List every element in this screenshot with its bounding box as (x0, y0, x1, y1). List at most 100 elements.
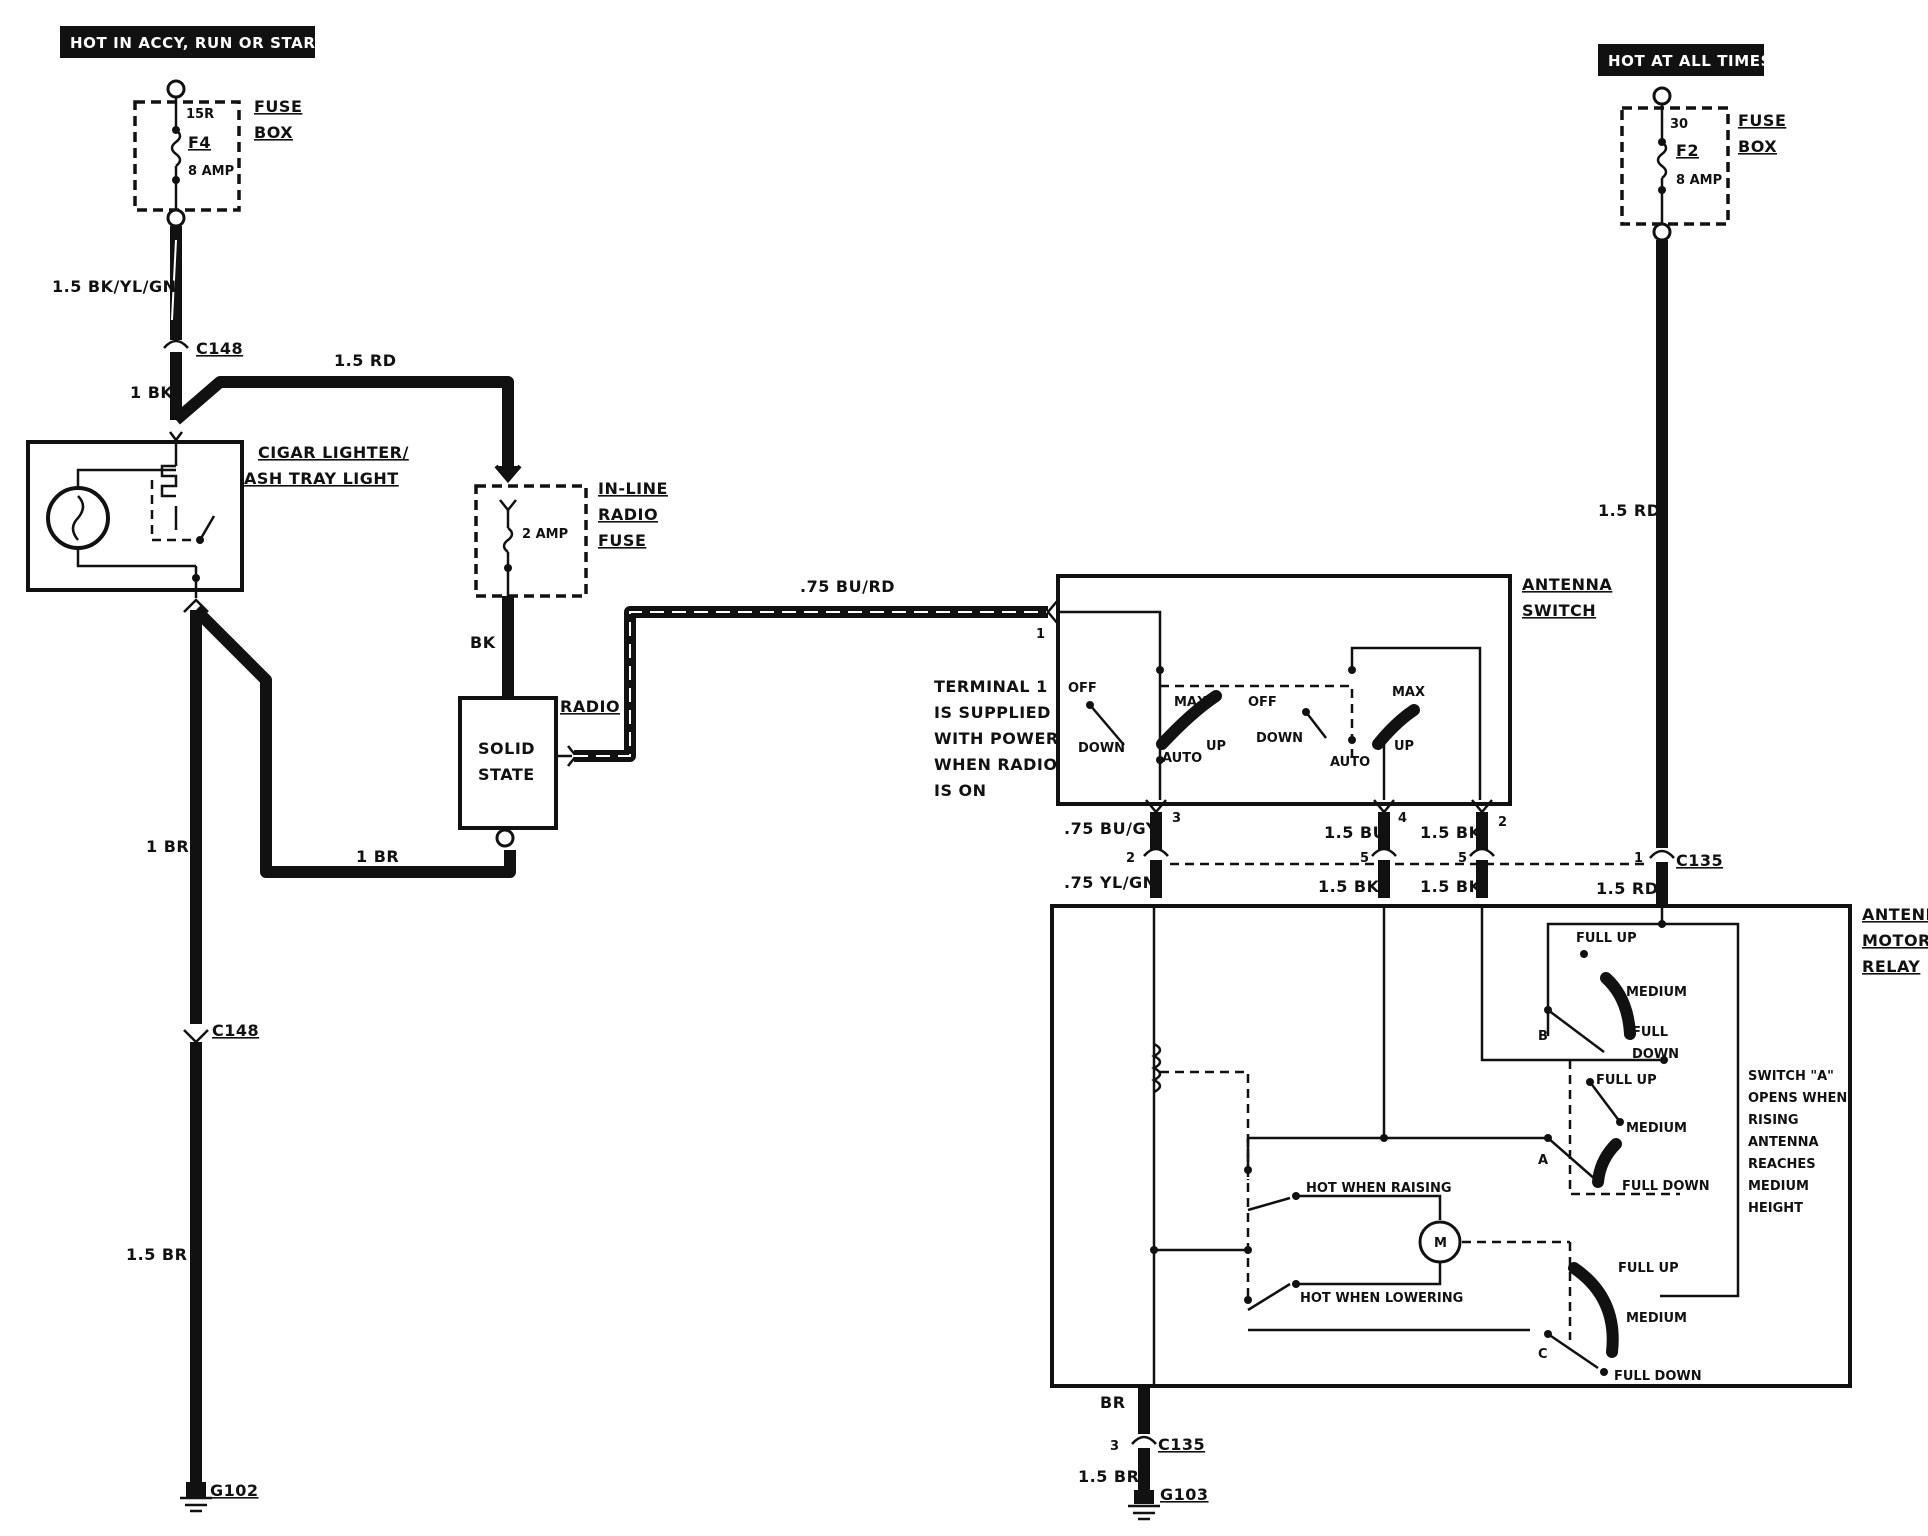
a-medium: MEDIUM (1626, 1121, 1687, 1136)
label-wire-15bk-a: 1.5 BK (1420, 823, 1482, 842)
b-medium: MEDIUM (1626, 985, 1687, 1000)
sw2-max: MAX (1392, 685, 1425, 700)
switch-a-note-6: MEDIUM (1748, 1179, 1809, 1194)
ground-g103 (1128, 1490, 1160, 1521)
switch-a-note-4: ANTENNA (1748, 1135, 1819, 1150)
wire-1br-mid (191, 605, 516, 878)
switch-a-note-1: SWITCH "A" (1748, 1069, 1834, 1084)
f2-box-label-1: FUSE (1738, 111, 1786, 130)
fuse-f2: 30 F2 8 AMP (1620, 86, 1730, 242)
left-power-header-bg (60, 26, 315, 58)
f2-rating: 8 AMP (1676, 173, 1722, 188)
b-label: B (1538, 1029, 1548, 1044)
b-down: DOWN (1632, 1047, 1679, 1062)
terminal-note-3: WITH POWER (934, 729, 1059, 748)
label-wire-bk: BK (470, 633, 496, 652)
sw2-auto: AUTO (1330, 755, 1370, 770)
inline-fuse-label-2: RADIO (598, 505, 658, 524)
radio-label: RADIO (560, 697, 620, 716)
switch-a-note-5: REACHES (1748, 1157, 1816, 1172)
label-wire-15br-bottom: 1.5 BR (1078, 1467, 1139, 1486)
c135-right-connector (1649, 849, 1675, 859)
cigar-label-1: CIGAR LIGHTER/ (258, 443, 409, 462)
sw1-off: OFF (1068, 681, 1097, 696)
terminal-note-4: WHEN RADIO (934, 755, 1057, 774)
pin-2-top: 2 (1498, 815, 1507, 830)
switch-a-note-2: OPENS WHEN (1748, 1091, 1847, 1106)
c148-bottom-label: C148 (212, 1021, 259, 1040)
label-wire-1bk: 1 BK (130, 383, 173, 402)
inline-fuse-rating: 2 AMP (522, 527, 568, 542)
connector-row (1143, 799, 1648, 898)
a-label: A (1538, 1153, 1548, 1168)
pin-5a: 5 (1360, 851, 1369, 866)
solid-state-line2: STATE (478, 765, 535, 784)
label-wire-15rd-c135: 1.5 RD (1596, 879, 1659, 898)
switch-a-note-3: RISING (1748, 1113, 1799, 1128)
left-power-header: HOT IN ACCY, RUN OR START (70, 34, 326, 52)
antenna-motor-relay: M (1050, 904, 1852, 1388)
inline-radio-fuse: 2 AMP (474, 484, 588, 600)
label-wire-yl-gn: .75 YL/GN (1064, 873, 1157, 892)
c-label: C (1538, 1347, 1548, 1362)
c135-right-label: C135 (1676, 851, 1723, 870)
sw1-max: MAX (1174, 695, 1207, 710)
solid-state-line1: SOLID (478, 739, 535, 758)
f2-terminal: 30 (1670, 117, 1688, 132)
f2-box-label-2: BOX (1738, 137, 1777, 156)
f4-name: F4 (188, 133, 211, 152)
antenna-switch-label-2: SWITCH (1522, 601, 1596, 620)
hot-when-lowering: HOT WHEN LOWERING (1300, 1291, 1463, 1306)
c135-bottom-connector (1131, 1435, 1157, 1445)
label-wire-bu-rd: .75 BU/RD (800, 577, 895, 596)
pin-3: 3 (1172, 811, 1181, 826)
sw2-off: OFF (1248, 695, 1277, 710)
ground-g102 (180, 1482, 212, 1513)
pin-3-bottom: 3 (1110, 1439, 1119, 1454)
c148-bottom-connector (183, 1029, 209, 1044)
label-wire-bk-yl-gn: 1.5 BK/YL/GN (52, 277, 177, 296)
hot-when-raising: HOT WHEN RAISING (1306, 1181, 1452, 1196)
inline-fuse-label-1: IN-LINE (598, 479, 668, 498)
terminal-note-5: IS ON (934, 781, 987, 800)
inline-fuse-label-3: FUSE (598, 531, 646, 550)
label-wire-15rd-right: 1.5 RD (1598, 501, 1661, 520)
antenna-switch-label-1: ANTENNA (1522, 575, 1612, 594)
fuse-f4: 15R F4 8 AMP (133, 79, 241, 228)
c148-top-label: C148 (196, 339, 243, 358)
antenna-motor-label-2: MOTOR/ (1862, 931, 1928, 950)
f4-terminal: 15R (186, 107, 214, 122)
terminal-note-1: TERMINAL 1 (934, 677, 1048, 696)
right-power-header-bg (1598, 44, 1764, 76)
wire-15rd-top (172, 376, 514, 470)
pin-1: 1 (1634, 851, 1643, 866)
label-wire-15bk-b: 1.5 BK (1318, 877, 1380, 896)
sw1-auto: AUTO (1162, 751, 1202, 766)
terminal-note-2: IS SUPPLIED (934, 703, 1051, 722)
pin-4: 4 (1398, 811, 1407, 826)
a-full-down: FULL DOWN (1622, 1179, 1710, 1194)
label-wire-15bk-c: 1.5 BK (1420, 877, 1482, 896)
f4-box-label-2: BOX (254, 123, 293, 142)
cigar-lighter (26, 431, 244, 598)
f4-box-label-1: FUSE (254, 97, 302, 116)
antenna-motor-label-3: RELAY (1862, 957, 1920, 976)
g102-label: G102 (210, 1481, 259, 1500)
sw2-down: DOWN (1256, 731, 1303, 746)
label-wire-15rd-top: 1.5 RD (334, 351, 397, 370)
c-full-up: FULL UP (1618, 1261, 1679, 1276)
g103-label: G103 (1160, 1485, 1209, 1504)
sw1-up: UP (1206, 739, 1226, 754)
switch-pin-1: 1 (1036, 627, 1045, 642)
b-full: FULL (1632, 1025, 1668, 1040)
c-medium: MEDIUM (1626, 1311, 1687, 1326)
antenna-switch: 1 OFF DOWN MAX AUTO UP OFF DOWN MAX AUTO… (1036, 574, 1512, 806)
c-full-down: FULL DOWN (1614, 1369, 1702, 1384)
motor-symbol: M (1434, 1236, 1447, 1251)
a-full-up: FULL UP (1596, 1073, 1657, 1088)
label-wire-1br-left: 1 BR (146, 837, 189, 856)
label-wire-1br-mid: 1 BR (356, 847, 399, 866)
f2-name: F2 (1676, 141, 1699, 160)
pin-2: 2 (1126, 851, 1135, 866)
label-wire-br: BR (1100, 1393, 1126, 1412)
